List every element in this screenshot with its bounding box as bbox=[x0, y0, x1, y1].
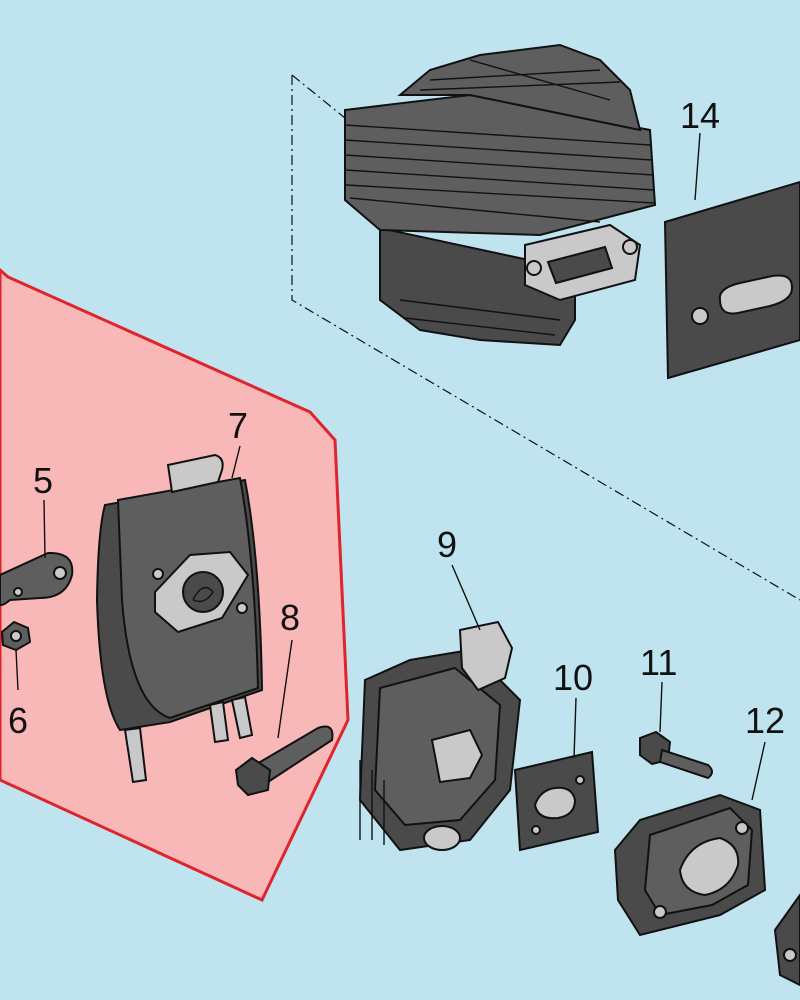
bolt-icon bbox=[234, 725, 334, 797]
part-label-9: 9 bbox=[437, 524, 457, 565]
part-label-11: 11 bbox=[640, 642, 677, 683]
part-label-7: 7 bbox=[228, 405, 248, 446]
leader-line-9 bbox=[451, 564, 481, 631]
bolt-icon bbox=[639, 730, 713, 780]
carburetor-icon bbox=[358, 620, 522, 852]
leader-line-14 bbox=[694, 132, 701, 201]
assembly-guide-lines bbox=[291, 74, 800, 601]
intake-manifold-icon bbox=[613, 793, 767, 937]
part-label-5: 5 bbox=[33, 460, 53, 501]
air-filter-housing-icon bbox=[95, 453, 264, 784]
carburetor-gasket-icon bbox=[513, 750, 600, 852]
leader-line-11 bbox=[659, 681, 663, 733]
part-label-6: 6 bbox=[8, 700, 28, 741]
leader-line-8 bbox=[277, 639, 293, 739]
bracket-partial-icon bbox=[773, 893, 800, 987]
nut-icon bbox=[0, 620, 32, 691]
leader-line-12 bbox=[751, 741, 766, 801]
leader-line-10 bbox=[573, 697, 577, 759]
part-label-12: 12 bbox=[745, 700, 785, 741]
leader-line-5 bbox=[43, 499, 46, 559]
lever-arm-icon bbox=[0, 551, 74, 606]
part-label-14: 14 bbox=[680, 95, 720, 136]
leader-line-7 bbox=[231, 445, 241, 479]
part-label-10: 10 bbox=[553, 657, 593, 698]
cylinder-gasket-icon bbox=[663, 180, 800, 380]
engine-cylinder-icon bbox=[344, 43, 657, 347]
part-label-8: 8 bbox=[280, 597, 300, 638]
